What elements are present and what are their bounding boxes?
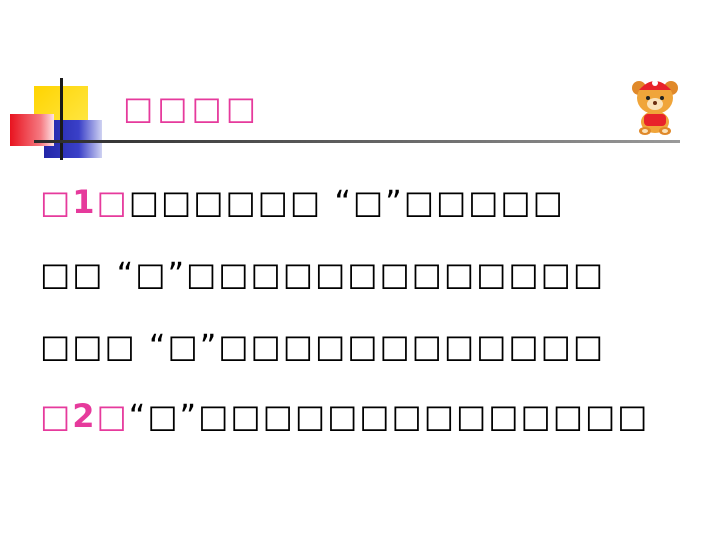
item-number-2: □2□ — [40, 397, 129, 435]
decor-vertical-line — [60, 78, 63, 160]
body-line-2: □□ “□”□□□□□□□□□□□□□ — [40, 258, 605, 290]
body-line-3-text: □□□ “□”□□□□□□□□□□□□ — [40, 327, 606, 365]
cartoon-bear-icon — [632, 80, 678, 135]
item-number-1: □1□ — [40, 183, 129, 221]
body-line-4: □2□“□”□□□□□□□□□□□□□□ — [40, 400, 649, 432]
slide-title: □□□□ — [123, 89, 260, 127]
title-underline — [34, 140, 680, 143]
body-line-1: □1□□□□□□□ “□”□□□□□ — [40, 186, 565, 218]
body-line-3: □□□ “□”□□□□□□□□□□□□ — [40, 330, 605, 362]
body-line-2-text: □□ “□”□□□□□□□□□□□□□ — [40, 255, 606, 293]
body-line-4-text: “□”□□□□□□□□□□□□□□ — [128, 397, 650, 435]
body-line-1-text: □□□□□□ “□”□□□□□ — [128, 183, 565, 221]
